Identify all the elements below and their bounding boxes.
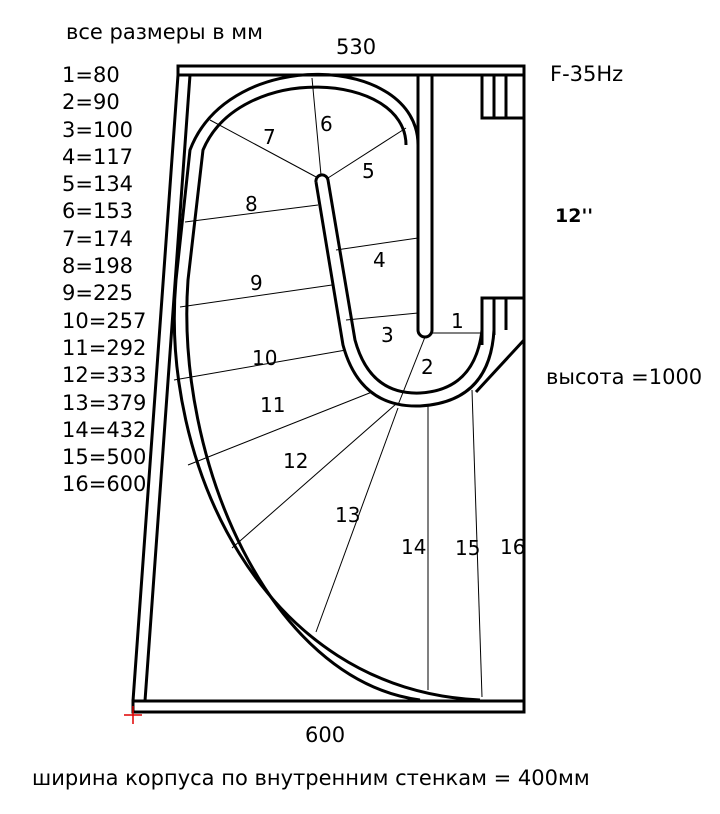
height-note: высота =1000 [546, 365, 703, 389]
section-label: 12 [283, 449, 309, 473]
section-label: 13 [335, 503, 361, 527]
section-length: 7=174 [62, 226, 134, 251]
width-note: ширина корпуса по внутренним стенкам = 4… [32, 766, 590, 790]
partition-vertical [416, 75, 434, 339]
section-label: 2 [421, 355, 434, 379]
driver-size: 12'' [555, 205, 594, 227]
section-label: 15 [455, 536, 481, 560]
section-label: 11 [260, 393, 286, 417]
section-label: 9 [250, 271, 263, 295]
section-label: 16 [500, 535, 526, 559]
section-label: 8 [245, 192, 258, 216]
top-wall [176, 64, 526, 77]
section-label: 6 [320, 112, 333, 136]
bottom-dimension: 600 [305, 723, 346, 747]
section-length: 14=432 [62, 417, 147, 442]
divider-u-outer [314, 181, 496, 408]
section-length: 13=379 [62, 390, 147, 415]
section-label: 5 [362, 159, 375, 183]
units-note: все размеры в мм [66, 20, 263, 44]
origin-marker [124, 706, 142, 724]
bottom-wall [131, 699, 526, 714]
outer-curve-outer [185, 85, 421, 702]
section-label: 14 [401, 535, 427, 559]
section-label: 1 [451, 309, 464, 333]
section-label: 4 [373, 248, 386, 272]
port-hatch-top [480, 75, 524, 120]
section-length: 12=333 [62, 363, 147, 388]
section-length: 2=90 [62, 90, 120, 115]
top-dimension: 530 [336, 35, 377, 59]
section-length: 6=153 [62, 199, 134, 224]
section-lines [173, 77, 483, 698]
tuning-frequency: F-35Hz [550, 62, 624, 86]
section-label: 10 [252, 346, 278, 370]
section-lengths-list: 1=80 2=90 3=100 4=117 5=134 6=153 7=174 … [62, 62, 146, 499]
section-length: 4=117 [62, 144, 134, 169]
outer-curve-inner [172, 72, 481, 702]
section-length: 11=292 [62, 335, 147, 360]
left-wall [131, 74, 192, 702]
section-length: 1=80 [62, 63, 120, 87]
section-length: 16=600 [62, 472, 147, 497]
divider-u-inner [314, 173, 484, 395]
section-length: 9=225 [62, 281, 134, 306]
section-length: 15=500 [62, 445, 147, 470]
section-label: 3 [381, 323, 394, 347]
section-label: 7 [263, 125, 276, 149]
section-length: 5=134 [62, 172, 134, 197]
section-length: 10=257 [62, 308, 147, 333]
section-length: 3=100 [62, 117, 134, 142]
section-length: 8=198 [62, 254, 134, 279]
